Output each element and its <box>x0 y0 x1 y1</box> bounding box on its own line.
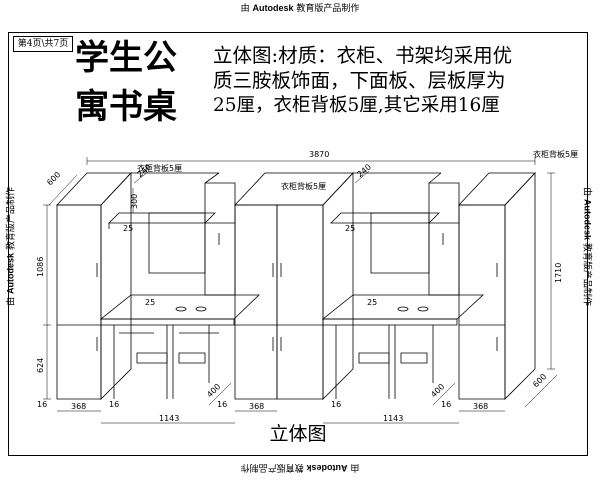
dim-board-25-desk-right: 25 <box>367 298 377 307</box>
left-wardrobe <box>56 171 132 400</box>
title-line-1: 学生公 <box>75 38 177 78</box>
left-bookcase <box>204 172 236 296</box>
dim-depth-left: 600 <box>45 170 62 187</box>
dim-desk-width-right: 1143 <box>383 414 403 423</box>
dim-lower-height: 624 <box>36 358 45 373</box>
dim-depth-right: 600 <box>531 372 548 389</box>
dim-shelf-depth-right: 240 <box>355 162 372 179</box>
dim-desk-depth-right: 400 <box>429 382 446 399</box>
dim-wardrobe-width-c: 368 <box>473 402 488 411</box>
dim-board-25-shelf-left: 25 <box>123 224 133 233</box>
dim-wardrobe-width-b: 368 <box>249 402 264 411</box>
drawing-sheet: 第4页\共7页 学生公 寓书桌 立体图:材质：衣柜、书架均采用优 质三胺板饰面，… <box>8 32 588 456</box>
dim-board-16-c: 16 <box>217 400 227 409</box>
drawing-caption: 立体图 <box>269 423 327 445</box>
dim-board-16-a: 16 <box>37 400 47 409</box>
left-desk <box>99 172 260 399</box>
title-line-2: 寓书桌 <box>75 87 177 127</box>
dim-board-16-d: 16 <box>331 400 341 409</box>
dim-board-16-e: 16 <box>441 400 451 409</box>
description-line-2: 质三胺板饰面，下面板、层板厚为 <box>213 69 506 92</box>
annotation-back-panel-right: 衣柜背板5厘 <box>533 149 578 159</box>
dim-total-height: 1710 <box>554 263 563 283</box>
dim-upper-height: 1086 <box>36 257 45 277</box>
right-wardrobe <box>458 171 536 400</box>
watermark-bottom: 由 Autodesk 教育版产品制作 <box>240 462 360 473</box>
annotation-back-panel-middle: 衣柜背板5厘 <box>281 181 326 191</box>
right-bookcase <box>428 172 460 296</box>
watermark-top: 由 Autodesk 教育版产品制作 <box>240 3 360 14</box>
page-indicator: 第4页\共7页 <box>13 36 73 52</box>
dim-board-16-b: 16 <box>109 400 119 409</box>
dim-desk-width-left: 1143 <box>159 414 179 423</box>
dim-desk-depth-left: 400 <box>205 382 222 399</box>
dim-wardrobe-width-a: 368 <box>71 402 86 411</box>
dim-board-25-shelf-right: 25 <box>345 224 355 233</box>
description-line-3: 25厘，衣柜背板5厘,其它采用16厘 <box>213 95 500 116</box>
dim-overall-width: 3870 <box>309 150 329 159</box>
middle-wardrobes <box>234 171 354 400</box>
isometric-drawing: 3870 600 600 240 240 300 25 25 25 25 108… <box>36 149 578 424</box>
description-line-1: 立体图:材质：衣柜、书架均采用优 <box>213 44 513 67</box>
annotation-back-panel-left: 衣柜背板5厘 <box>137 163 182 173</box>
dim-board-25-desk-left: 25 <box>145 298 155 307</box>
dim-shelf-height: 300 <box>130 194 139 209</box>
